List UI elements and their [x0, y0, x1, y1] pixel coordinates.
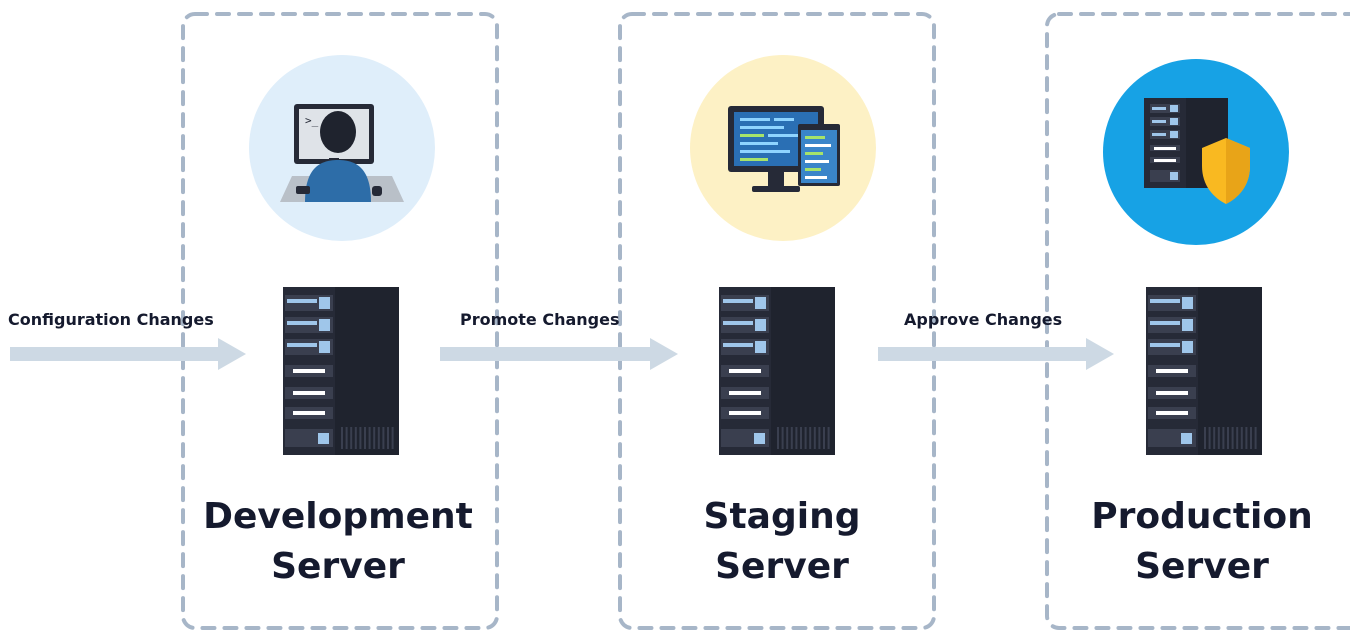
approve-changes-label: Approve Changes [904, 310, 1063, 329]
production-subtitle: Server [1135, 546, 1269, 587]
configuration-changes-label: Configuration Changes [8, 310, 214, 329]
development-stage-box [181, 12, 499, 630]
arrow-approve-changes [878, 338, 1114, 370]
development-label: Development [203, 496, 473, 537]
arrow-promote-changes [440, 338, 678, 370]
development-server-title: Development Server [178, 492, 498, 592]
server-with-shield-icon [1103, 59, 1289, 245]
svg-text:>_: >_ [305, 114, 319, 127]
arrow-configuration-changes [10, 338, 246, 370]
production-stage-box [1045, 12, 1350, 630]
monitor-with-code-icon [690, 55, 876, 241]
staging-server-title: Staging Server [622, 492, 942, 592]
development-server-tower-icon [283, 287, 399, 455]
production-server-tower-icon [1146, 287, 1262, 455]
production-label: Production [1091, 496, 1313, 537]
staging-stage-box [618, 12, 936, 630]
developer-at-computer-icon: >_ [249, 55, 435, 241]
staging-server-tower-icon [719, 287, 835, 455]
staging-label: Staging [703, 496, 861, 537]
staging-subtitle: Server [715, 546, 849, 587]
development-subtitle: Server [271, 546, 405, 587]
production-server-title: Production Server [1042, 492, 1350, 592]
promote-changes-label: Promote Changes [460, 310, 620, 329]
